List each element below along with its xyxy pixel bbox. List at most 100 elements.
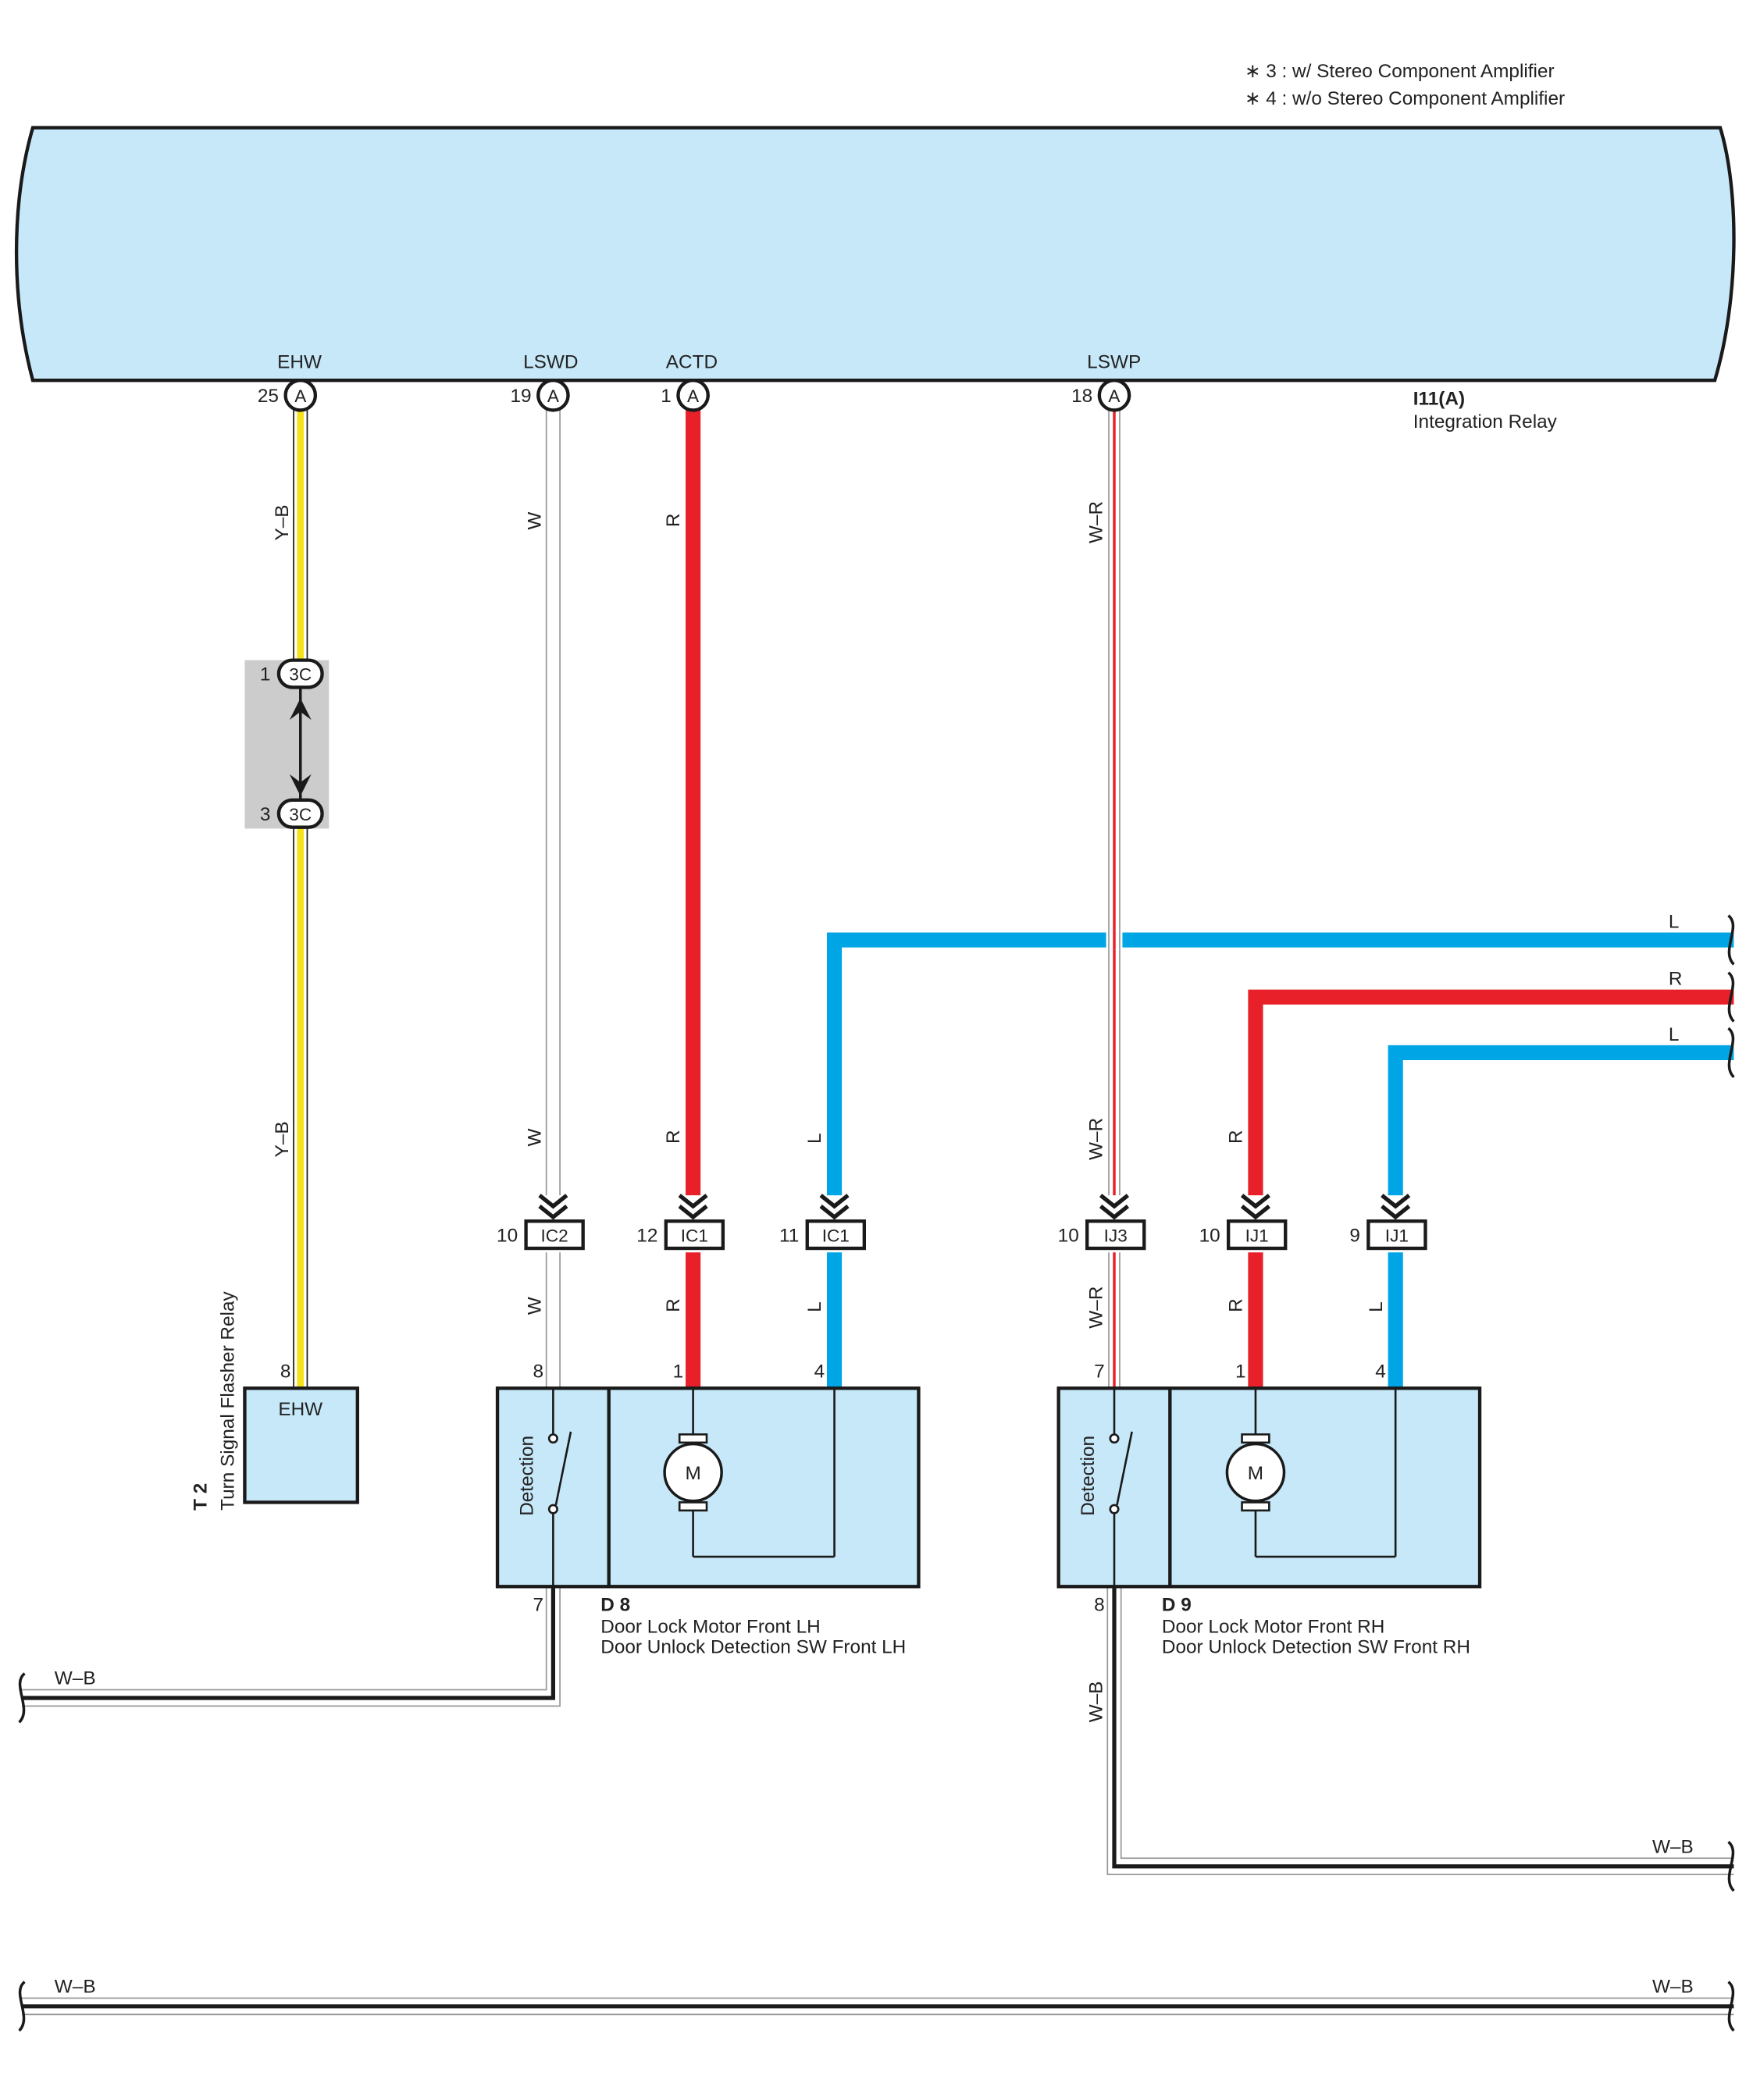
lh-motor-symbol: M <box>685 1463 700 1484</box>
wire-l-top <box>826 932 1734 1389</box>
wire-yb <box>293 410 308 1389</box>
wire-wb-rh <box>1106 1586 1734 1876</box>
label-l-top-right: L <box>1669 911 1680 932</box>
label-yb-top: Y–B <box>272 504 293 540</box>
label-l-rh-low: L <box>1366 1301 1387 1312</box>
connector-pin: 9 <box>1349 1225 1360 1246</box>
label-wb-bottom-right: W–B <box>1652 1977 1694 1998</box>
label-wr-mid: W–R <box>1085 1118 1106 1160</box>
relay-pin-conn: A <box>294 386 307 406</box>
rh-motor-symbol: M <box>1248 1463 1263 1484</box>
connector-code: IC1 <box>822 1226 850 1245</box>
connector-code: IJ1 <box>1385 1226 1409 1245</box>
relay-pin-conn: A <box>687 386 700 406</box>
relay-pin-19: A 19 <box>510 379 570 412</box>
relay-name: Integration Relay <box>1413 411 1558 432</box>
wire-w-lswd <box>545 410 561 1389</box>
connector-pin: 12 <box>636 1225 657 1246</box>
label-w-top: W <box>525 512 546 530</box>
connector-pin: 11 <box>779 1225 799 1246</box>
integration-relay-panel <box>14 126 1736 383</box>
connector-ij1-10: IJ1 10 <box>1199 1194 1288 1251</box>
motor-rh: Detection M 7 1 4 8 D 9 Door Lock Motor … <box>1056 1361 1482 1658</box>
note-no-stereo-amp: ∗ 4 : w/o Stereo Component Amplifier <box>1245 88 1565 109</box>
label-wb-bottom-left: W–B <box>55 1977 96 1998</box>
junction-pin-top: 1 <box>260 664 271 685</box>
rh-pin-motor4: 4 <box>1375 1361 1386 1382</box>
label-wb-rh: W–B <box>1652 1836 1694 1857</box>
rh-code: D 9 <box>1162 1595 1192 1616</box>
wire-break-marks <box>18 914 1735 2032</box>
rh-pin-ground: 8 <box>1094 1595 1105 1616</box>
label-l-right: L <box>1669 1024 1680 1045</box>
relay-pin-number: 18 <box>1071 386 1092 407</box>
label-yb-bottom: Y–B <box>272 1121 293 1157</box>
label-r-right: R <box>1669 968 1683 989</box>
pin-label-ehw: EHW <box>277 352 322 373</box>
connector-code: IJ1 <box>1245 1226 1269 1245</box>
flasher-pin: 8 <box>280 1361 291 1382</box>
connector-ic1-12: IC1 12 <box>636 1194 725 1251</box>
connector-pin: 10 <box>1058 1225 1079 1246</box>
lh-pin-detect: 8 <box>533 1361 543 1382</box>
motor-lh: Detection M 8 1 4 7 D 8 Door Lock Motor … <box>495 1361 921 1658</box>
connector-pin: 10 <box>497 1225 518 1246</box>
lh-pin-motor4: 4 <box>814 1361 825 1382</box>
label-wb-lh: W–B <box>55 1668 96 1689</box>
lh-name2: Door Unlock Detection SW Front LH <box>600 1637 906 1658</box>
flasher-name: Turn Signal Flasher Relay <box>217 1290 238 1510</box>
junction-conn-top: 3C <box>289 665 312 685</box>
relay-pin-1: A 1 <box>661 379 710 412</box>
relay-pin-conn: A <box>1108 386 1121 406</box>
label-r-rh-mid: R <box>1226 1130 1247 1144</box>
relay-pin-18: A 18 <box>1071 379 1131 412</box>
rh-name2: Door Unlock Detection SW Front RH <box>1162 1637 1470 1658</box>
connector-code: IJ3 <box>1104 1226 1128 1245</box>
lh-detection-label: Detection <box>516 1436 537 1516</box>
pin-label-lswp: LSWP <box>1087 352 1141 373</box>
junction-3c: 3C 3C 1 3 <box>244 658 330 829</box>
flasher-terminal: EHW <box>278 1399 322 1420</box>
pin-label-actd: ACTD <box>666 352 718 373</box>
label-w-low: W <box>525 1297 546 1315</box>
label-l-mid: L <box>804 1134 825 1144</box>
rh-pin-detect: 7 <box>1094 1361 1105 1382</box>
lh-code: D 8 <box>600 1595 630 1616</box>
rh-name1: Door Lock Motor Front RH <box>1162 1616 1384 1637</box>
wire-wb-lh <box>22 1586 561 1707</box>
connector-ij3: IJ3 10 <box>1058 1194 1146 1251</box>
rh-pin-motor1: 1 <box>1235 1361 1246 1382</box>
label-l-low: L <box>804 1301 825 1312</box>
wire-l-right <box>1388 1045 1734 1389</box>
relay-pin-number: 1 <box>661 386 672 407</box>
relay-pin-number: 25 <box>258 386 279 407</box>
wire-r-right <box>1248 989 1734 1389</box>
wire-wr-crossing <box>1106 930 1123 950</box>
label-r-mid: R <box>663 1130 684 1144</box>
label-wb-rh-vertical: W–B <box>1085 1682 1106 1723</box>
flasher-code: T 2 <box>191 1483 212 1511</box>
connector-ij1-9: IJ1 9 <box>1349 1194 1427 1251</box>
junction-pin-bottom: 3 <box>260 804 271 825</box>
label-wr-low: W–R <box>1085 1287 1106 1329</box>
relay-pin-25: A 25 <box>258 379 318 412</box>
lh-name1: Door Lock Motor Front LH <box>600 1616 820 1637</box>
relay-pin-number: 19 <box>510 386 531 407</box>
relay-code: I11(A) <box>1413 389 1465 410</box>
connector-ic2: IC2 10 <box>497 1194 585 1251</box>
wire-wr-lswp <box>1108 410 1121 1389</box>
rh-detection-label: Detection <box>1078 1436 1099 1516</box>
label-r-low: R <box>663 1298 684 1312</box>
wire-wb-bottom <box>22 1997 1734 2016</box>
connector-ic1-11: IC1 11 <box>779 1194 867 1251</box>
label-wr-top: W–R <box>1085 501 1106 543</box>
lh-pin-ground: 7 <box>533 1595 543 1616</box>
connector-pin: 10 <box>1199 1225 1220 1246</box>
connector-code: IC1 <box>681 1226 708 1245</box>
label-r-top: R <box>663 514 684 528</box>
relay-pin-conn: A <box>547 386 560 406</box>
flasher-relay: EHW 8 T 2 Turn Signal Flasher Relay <box>191 1290 360 1511</box>
label-w-mid: W <box>525 1129 546 1147</box>
label-r-rh-low: R <box>1226 1298 1247 1312</box>
